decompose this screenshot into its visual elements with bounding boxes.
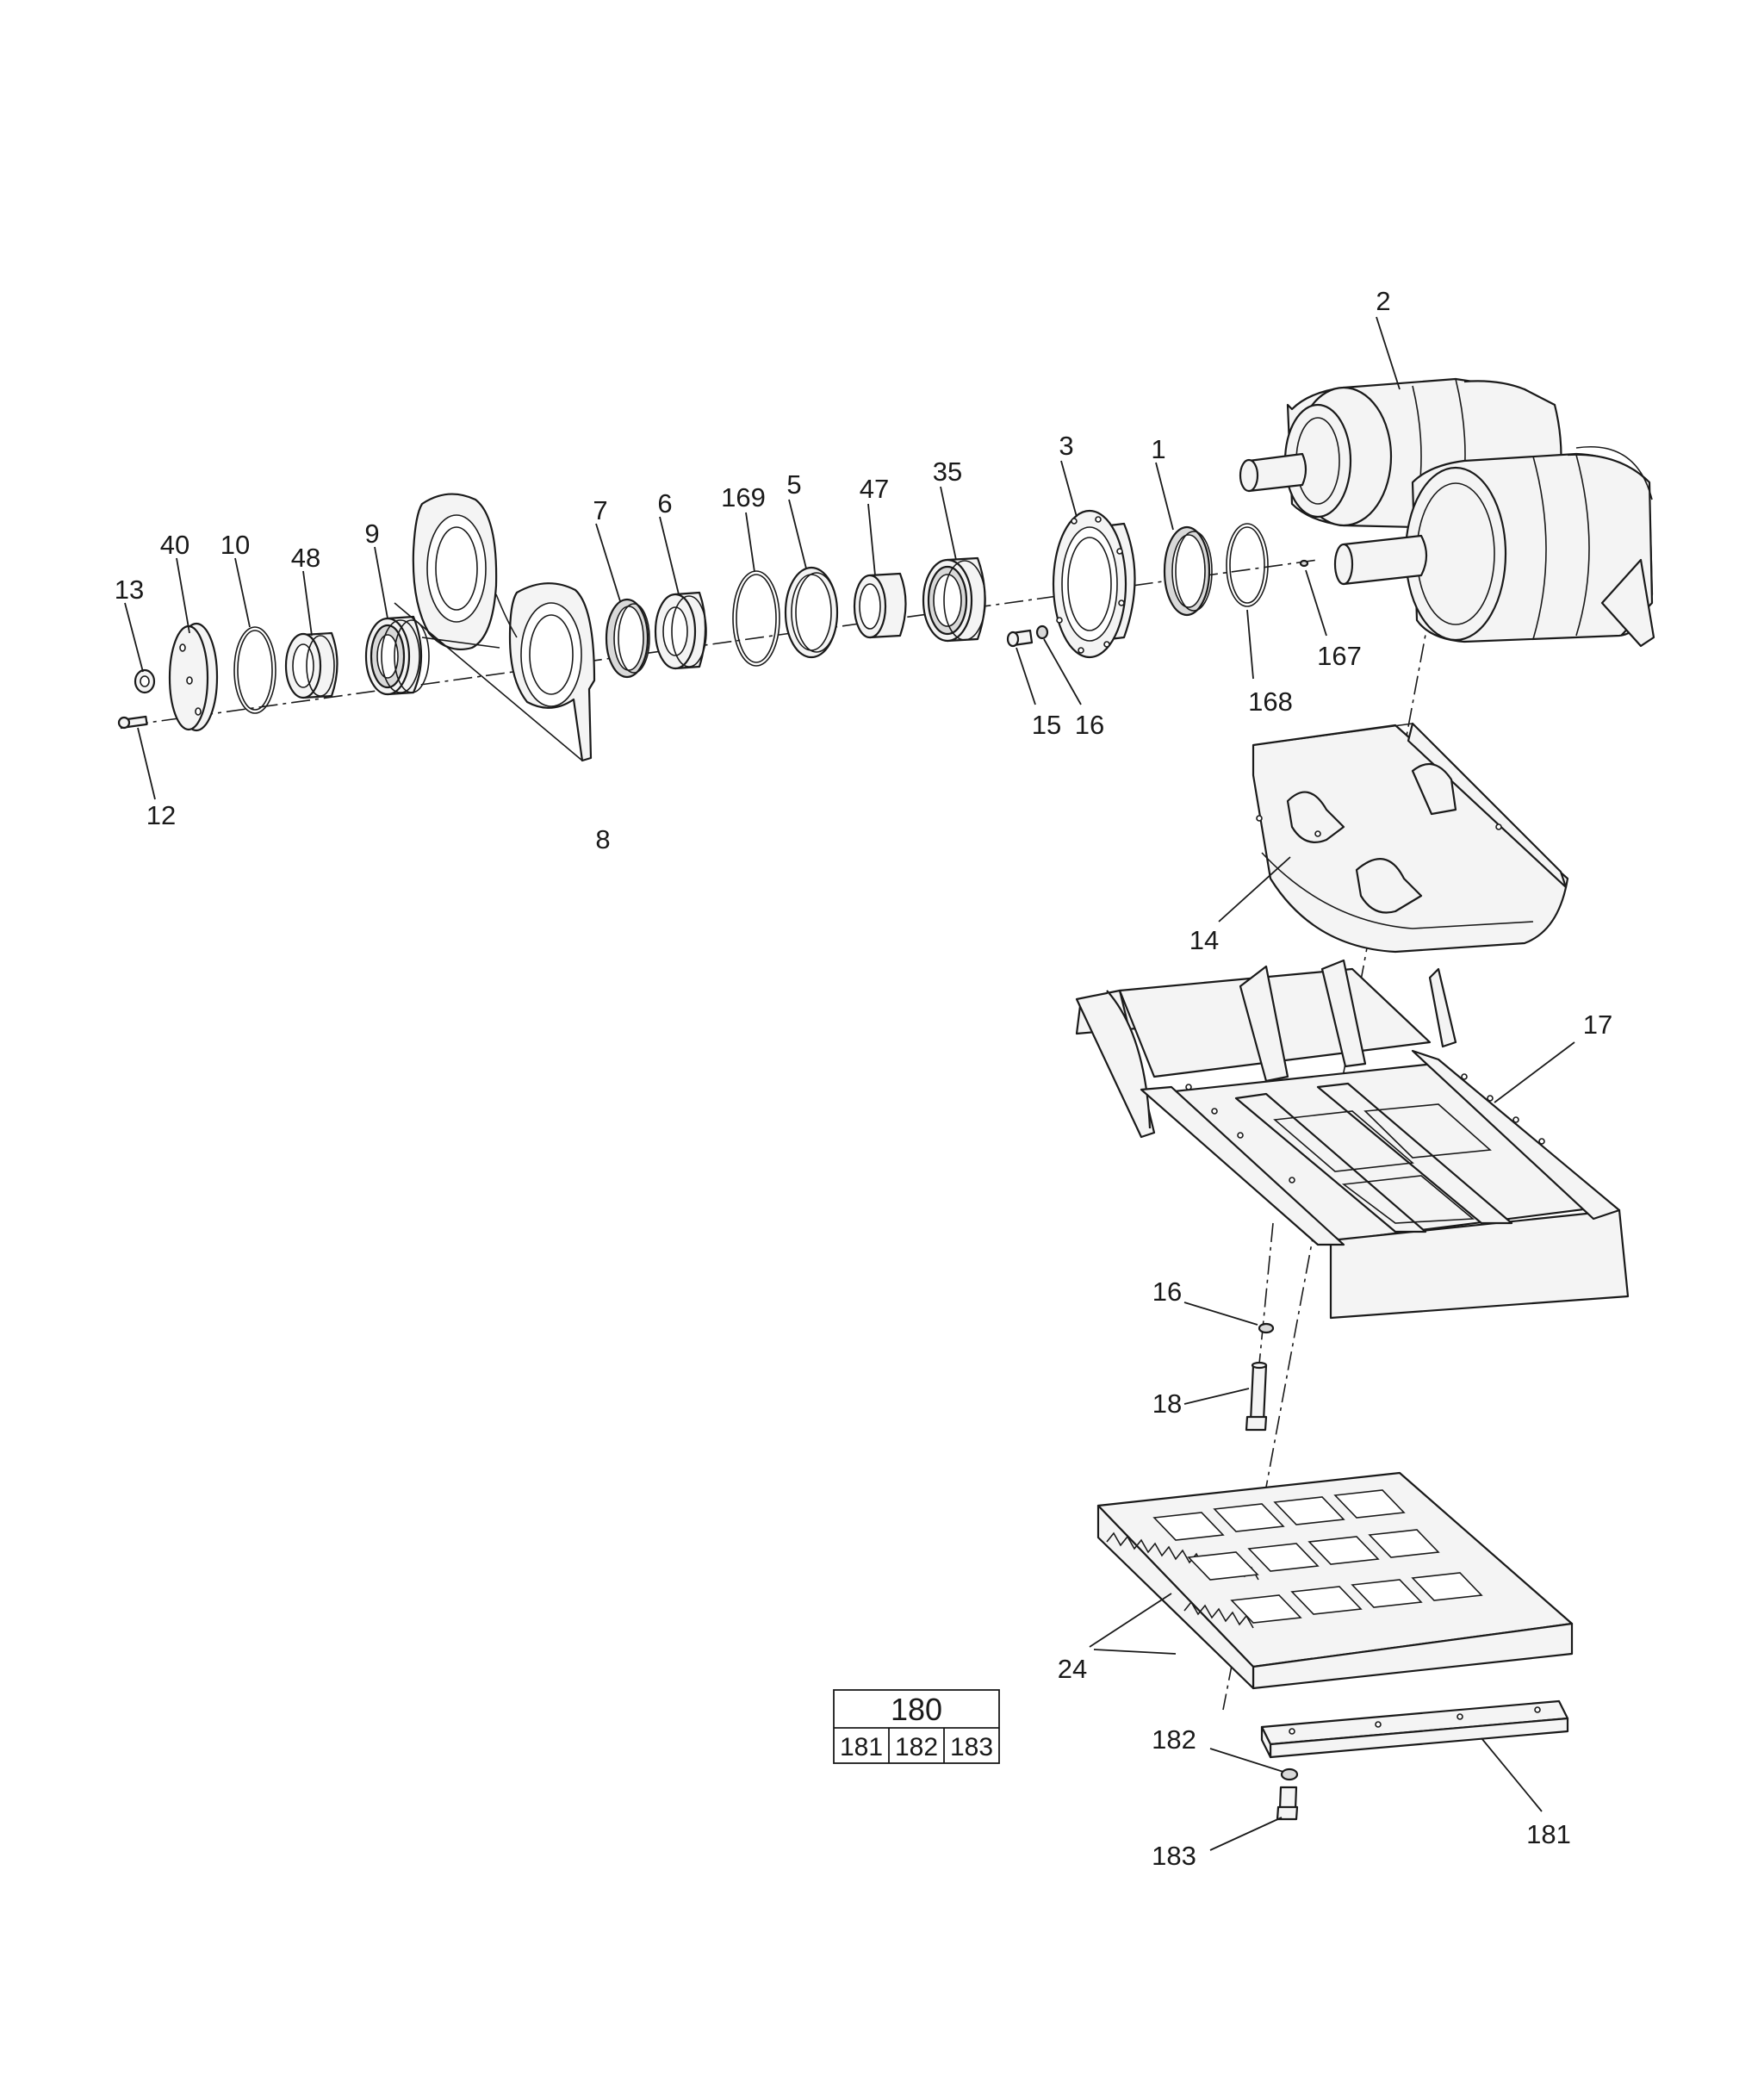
callout-9: 9 — [364, 519, 379, 549]
callout-labels: 13 40 10 48 9 12 8 7 6 169 5 47 35 3 1 2… — [115, 286, 1612, 1871]
callout-2: 2 — [1376, 286, 1390, 316]
kit-table-cell-183: 183 — [950, 1733, 993, 1761]
callout-181: 181 — [1526, 1819, 1571, 1849]
bearing-housing-part-8 — [394, 493, 596, 762]
seal-ring-part-7 — [605, 598, 650, 679]
circlip-part-168 — [1226, 523, 1269, 607]
bearing-part-9 — [364, 615, 430, 696]
gear-motor-part-2 — [1239, 377, 1655, 648]
roller-bearing-part-35 — [922, 556, 986, 643]
callout-168: 168 — [1248, 686, 1293, 717]
callout-15: 15 — [1032, 710, 1061, 740]
cover-hood-part-14 — [1252, 722, 1569, 954]
frame-part-17 — [1075, 959, 1630, 1320]
callout-17: 17 — [1583, 1010, 1612, 1040]
callout-13: 13 — [115, 575, 144, 605]
callout-10: 10 — [220, 530, 250, 560]
bolt-part-18 — [1245, 1361, 1268, 1432]
callout-7: 7 — [593, 495, 607, 525]
callout-16-lower: 16 — [1152, 1277, 1182, 1307]
callout-47: 47 — [860, 474, 889, 504]
callout-35: 35 — [933, 457, 962, 487]
callout-24: 24 — [1058, 1654, 1087, 1684]
callout-167: 167 — [1317, 641, 1362, 671]
washer-part-182 — [1280, 1767, 1299, 1781]
flange-housing-part-3 — [1052, 509, 1136, 659]
o-ring-part-10 — [233, 626, 276, 714]
washer-part-16-upper — [1035, 624, 1049, 640]
callout-16-upper: 16 — [1075, 710, 1104, 740]
callout-18: 18 — [1152, 1389, 1182, 1419]
kit-table-180: 180 181 182 183 — [833, 1689, 1000, 1764]
callout-182: 182 — [1152, 1724, 1196, 1755]
leader-lines — [124, 316, 1575, 1851]
callout-8: 8 — [595, 824, 610, 854]
nut-part-13 — [134, 668, 156, 694]
callout-183: 183 — [1152, 1841, 1196, 1871]
bolt-part-15 — [1006, 629, 1034, 648]
washer-part-16-lower — [1258, 1322, 1275, 1334]
callout-3: 3 — [1059, 431, 1073, 461]
end-cover-part-40 — [168, 622, 219, 732]
sleeve-part-48 — [284, 631, 339, 699]
callout-169: 169 — [721, 482, 766, 513]
snap-ring-part-169 — [732, 570, 780, 667]
callout-40: 40 — [160, 530, 189, 560]
callout-14: 14 — [1189, 925, 1219, 955]
callout-12: 12 — [146, 800, 176, 830]
sleeve-part-47 — [853, 572, 907, 639]
pin-part-167 — [1299, 559, 1309, 568]
labyrinth-ring-part-6 — [654, 591, 707, 670]
kit-table-cell-182: 182 — [895, 1733, 938, 1761]
callout-1: 1 — [1151, 434, 1165, 464]
grate-plate-part-24 — [1096, 1471, 1574, 1690]
kit-table-cell-181: 181 — [840, 1733, 883, 1761]
callout-5: 5 — [786, 469, 801, 500]
spacer-ring-part-5 — [784, 566, 839, 659]
callout-6: 6 — [657, 488, 672, 519]
kit-table-header: 180 — [891, 1692, 942, 1727]
callout-48: 48 — [291, 543, 320, 573]
grate-openings — [1152, 1489, 1483, 1624]
screw-part-12 — [117, 715, 148, 730]
wear-bar-part-181 — [1260, 1699, 1569, 1759]
bolt-part-183 — [1276, 1786, 1299, 1821]
seal-part-1 — [1163, 525, 1213, 617]
